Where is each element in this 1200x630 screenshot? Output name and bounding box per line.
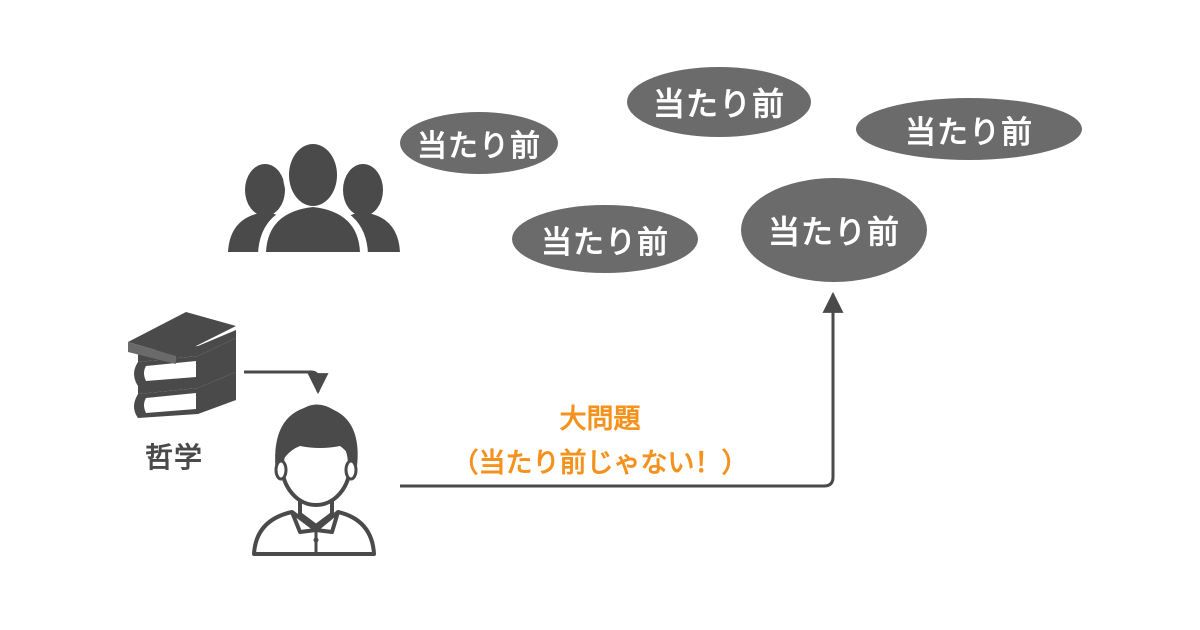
- person-icon: [252, 404, 376, 556]
- people-group-icon: [228, 139, 400, 254]
- books-icon: [128, 312, 236, 418]
- big-problem-subtitle: （当たり前じゃない！）: [451, 448, 749, 479]
- highlighted-common-sense-bubble: 当たり前: [741, 178, 927, 282]
- books-to-person-arrow: [244, 370, 329, 395]
- philosophy-label: 哲学: [145, 441, 204, 474]
- common-sense-bubble: 当たり前: [627, 67, 811, 137]
- person-to-bubble-arrow: [400, 291, 844, 488]
- common-sense-bubble: 当たり前: [400, 112, 558, 174]
- big-problem-title: 大問題: [559, 404, 641, 435]
- big-problem-label: 大問題 （当たり前じゃない！）: [380, 398, 820, 486]
- common-sense-bubble: 当たり前: [512, 205, 698, 273]
- common-sense-bubble: 当たり前: [856, 98, 1082, 160]
